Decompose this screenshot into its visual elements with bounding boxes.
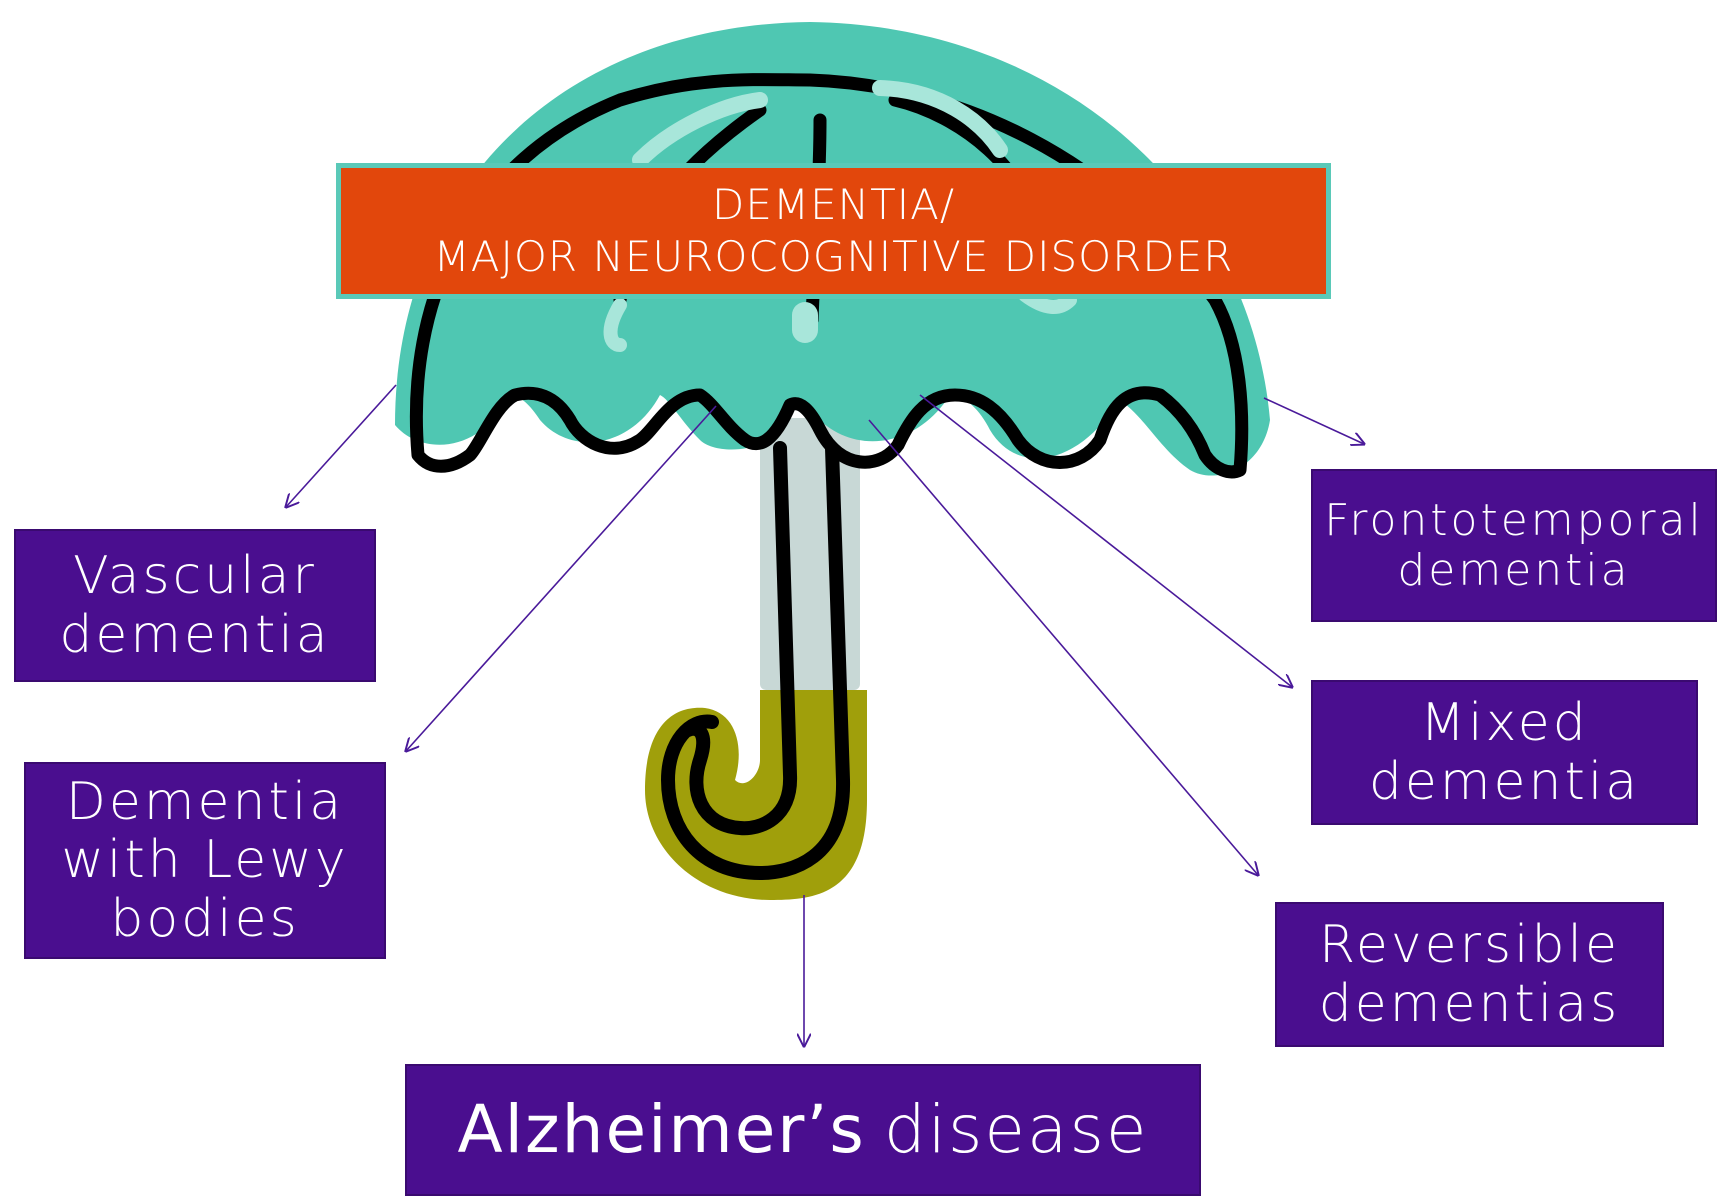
box-frontotemporal: Frontotemporal dementia xyxy=(1311,469,1717,622)
lewy-line-3: bodies xyxy=(110,890,299,948)
alzheimers-rest: disease xyxy=(884,1093,1149,1167)
lewy-line-2: with Lewy xyxy=(61,831,348,889)
mixed-line-2: dementia xyxy=(1369,753,1640,811)
arrow-to-frontotemporal xyxy=(1264,398,1364,444)
title-banner: DEMENTIA/ MAJOR NEUROCOGNITIVE DISORDER xyxy=(336,163,1331,299)
umbrella-handle xyxy=(645,448,867,900)
box-lewy-bodies: Dementia with Lewy bodies xyxy=(24,762,386,959)
box-mixed-dementia: Mixed dementia xyxy=(1311,680,1698,825)
box-reversible: Reversible dementias xyxy=(1275,902,1664,1047)
title-line-2: MAJOR NEUROCOGNITIVE DISORDER xyxy=(434,231,1234,284)
arrow-to-reversible xyxy=(869,420,1258,875)
lewy-line-1: Dementia xyxy=(66,773,344,831)
box-alzheimers: Alzheimer’s disease xyxy=(405,1064,1201,1196)
alzheimers-main: Alzheimer’s xyxy=(458,1093,866,1167)
vascular-line-2: dementia xyxy=(59,606,330,664)
box-vascular-dementia: Vascular dementia xyxy=(14,529,376,682)
title-line-1: DEMENTIA/ xyxy=(712,179,955,232)
vascular-line-1: Vascular xyxy=(73,547,317,605)
frontotemporal-line-2: dementia xyxy=(1397,546,1630,595)
arrow-to-vascular xyxy=(286,385,396,507)
reversible-line-1: Reversible xyxy=(1319,916,1620,974)
mixed-line-1: Mixed xyxy=(1420,694,1589,752)
reversible-line-2: dementias xyxy=(1319,975,1620,1033)
frontotemporal-line-1: Frontotemporal xyxy=(1324,496,1704,545)
